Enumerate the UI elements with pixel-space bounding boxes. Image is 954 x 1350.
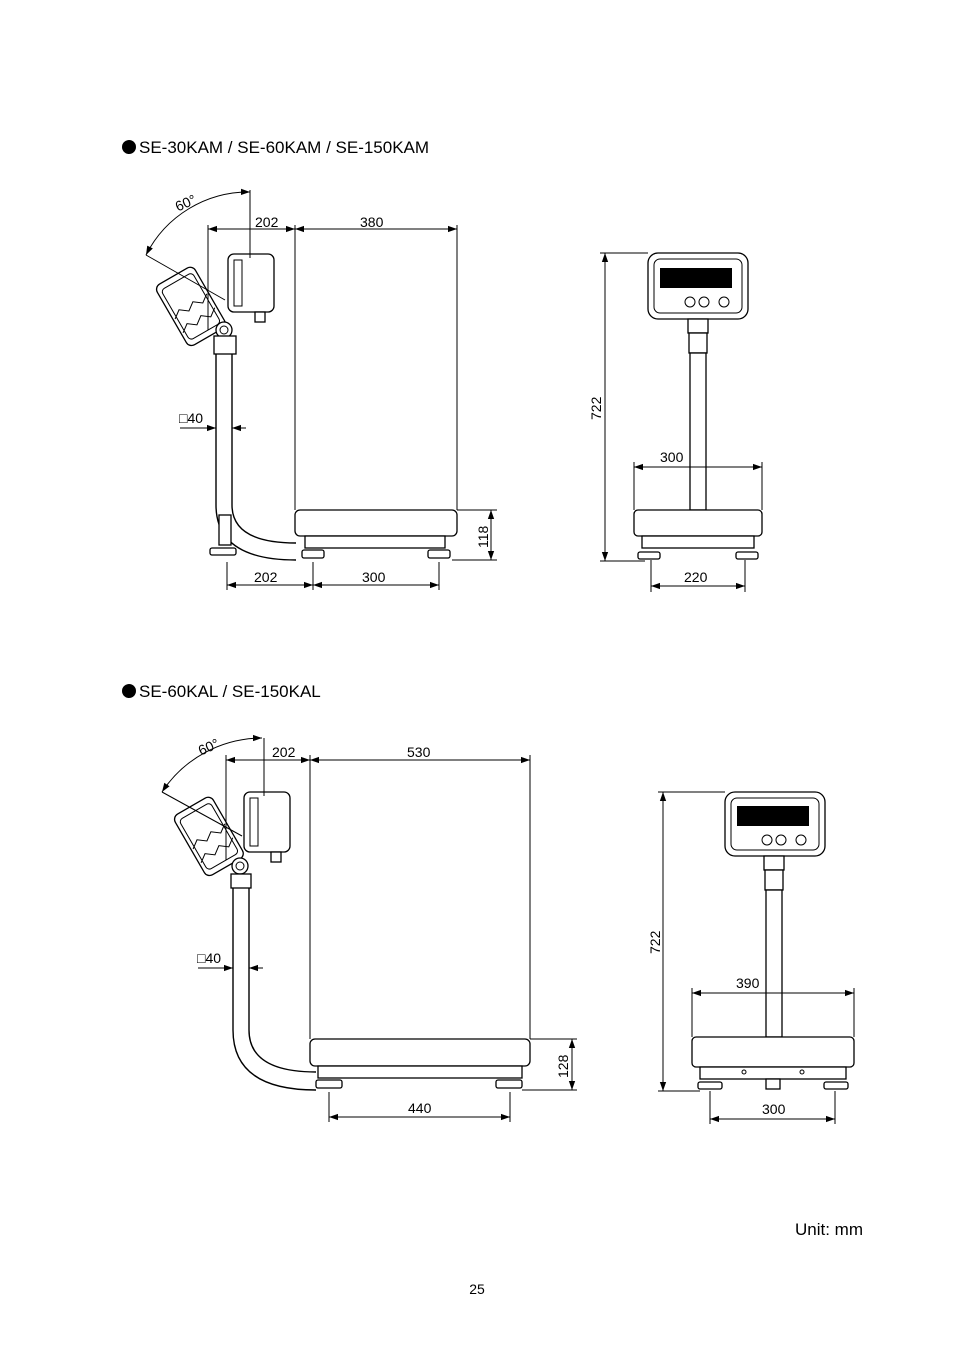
kal-display-connector	[270, 851, 282, 863]
kal-foot-right	[495, 1079, 523, 1089]
kal-angle-label: 60°	[196, 735, 222, 758]
kam-side-view: 60° 202 380 □40 118 202 300	[145, 188, 497, 590]
kam-display-connector	[254, 311, 266, 323]
bullet-icon	[122, 684, 136, 698]
kal-front-foot-left	[697, 1081, 723, 1090]
kal-platform-base	[317, 1065, 523, 1079]
kam-front-dim-722-label: 722	[588, 396, 604, 420]
kal-front-platform	[691, 1036, 855, 1068]
kal-dim-128-label: 128	[555, 1054, 571, 1078]
kal-front-platform-base	[699, 1066, 847, 1080]
bullet-icon	[122, 140, 136, 154]
kam-pole-size-label: □40	[179, 410, 203, 426]
kal-angle-arc	[161, 734, 263, 793]
kal-front-view: 722 390 300	[647, 791, 855, 1124]
kal-pole	[232, 888, 317, 1091]
kam-dim-202-bottom-label: 202	[254, 569, 278, 585]
kam-pole	[215, 354, 297, 561]
kal-front-hole-2	[799, 1069, 805, 1075]
kal-dim-202-top-label: 202	[272, 744, 296, 760]
kam-dim-118-label: 118	[475, 525, 491, 548]
kam-front-display-bezel	[653, 258, 743, 314]
kal-front-key-2	[775, 834, 787, 846]
section-title-kam: SE-30KAM / SE-60KAM / SE-150KAM	[122, 138, 429, 158]
section-title-kal-text: SE-60KAL / SE-150KAL	[139, 682, 321, 701]
kal-angle-leader	[161, 791, 243, 837]
kam-front-view: 722 300 220	[588, 252, 763, 592]
kam-angle-arc	[145, 188, 251, 256]
kal-front-key-1	[761, 834, 773, 846]
kal-front-hole-1	[741, 1069, 747, 1075]
kam-pole-inner	[231, 354, 297, 544]
kam-front-key-1	[684, 296, 696, 308]
kal-front-dim-722-label: 722	[647, 930, 663, 954]
kal-display-side-panel	[249, 797, 259, 847]
kal-front-pole-top	[764, 869, 784, 891]
kam-platform-base	[304, 535, 446, 549]
kam-pole-base	[218, 514, 232, 546]
kal-foot-left	[315, 1079, 343, 1089]
kal-pole-inner	[248, 888, 317, 1073]
kal-side-view: 60° 202 530 □40 128 440	[161, 734, 577, 1122]
kal-dim-440-label: 440	[408, 1100, 432, 1116]
kal-pivot-knob-inner	[235, 861, 245, 871]
kal-front-dim-300-label: 300	[762, 1101, 786, 1117]
page-number: 25	[469, 1281, 485, 1297]
kam-front-dim-300-label: 300	[660, 449, 684, 465]
kam-front-platform-base	[641, 535, 755, 549]
kam-platform	[294, 509, 458, 537]
kal-pole-size-label: □40	[197, 950, 221, 966]
kal-pole-bracket	[230, 873, 252, 889]
kam-front-foot-left	[637, 551, 661, 560]
kam-front-pole-top	[688, 332, 708, 354]
kam-foot-left	[301, 549, 325, 559]
kam-front-key-3	[718, 296, 730, 308]
kam-angle-leader	[145, 254, 226, 301]
kal-front-pole	[765, 889, 783, 1038]
kam-front-pole	[689, 352, 707, 511]
kam-pole-foot	[209, 547, 237, 556]
kal-front-lcd	[737, 806, 809, 826]
kal-front-display-bezel	[730, 797, 820, 851]
kal-front-foot-right	[823, 1081, 849, 1090]
kal-pivot-knob	[231, 857, 249, 875]
kam-front-foot-right	[735, 551, 759, 560]
kal-front-centre-foot	[765, 1078, 781, 1090]
kam-display-side-panel	[233, 259, 243, 307]
kam-tilted-display	[155, 266, 226, 347]
section-title-kam-text: SE-30KAM / SE-60KAM / SE-150KAM	[139, 138, 430, 157]
kam-front-platform	[633, 509, 763, 537]
kam-front-dim-220-label: 220	[684, 569, 708, 585]
kam-angle-label: 60°	[173, 191, 199, 214]
kam-dim-300-bottom-label: 300	[362, 569, 386, 585]
kam-foot-right	[427, 549, 451, 559]
kam-display-head	[227, 253, 275, 313]
section-title-kal: SE-60KAL / SE-150KAL	[122, 682, 321, 702]
kam-front-key-2	[698, 296, 710, 308]
kam-dim-202-top-label: 202	[255, 214, 279, 230]
kam-front-bracket	[687, 318, 709, 334]
kam-pivot-knob-inner	[219, 325, 229, 335]
kal-display-head	[243, 791, 291, 853]
kam-front-lcd	[660, 268, 732, 288]
kam-dim-380-label: 380	[360, 214, 384, 230]
kal-front-dim-390-label: 390	[736, 975, 760, 991]
kal-front-key-3	[795, 834, 807, 846]
kal-front-bracket	[763, 855, 785, 871]
kal-dim-530-label: 530	[407, 744, 431, 760]
unit-label: Unit: mm	[795, 1220, 863, 1239]
kal-platform	[309, 1038, 531, 1067]
kam-pole-bracket	[213, 335, 237, 355]
